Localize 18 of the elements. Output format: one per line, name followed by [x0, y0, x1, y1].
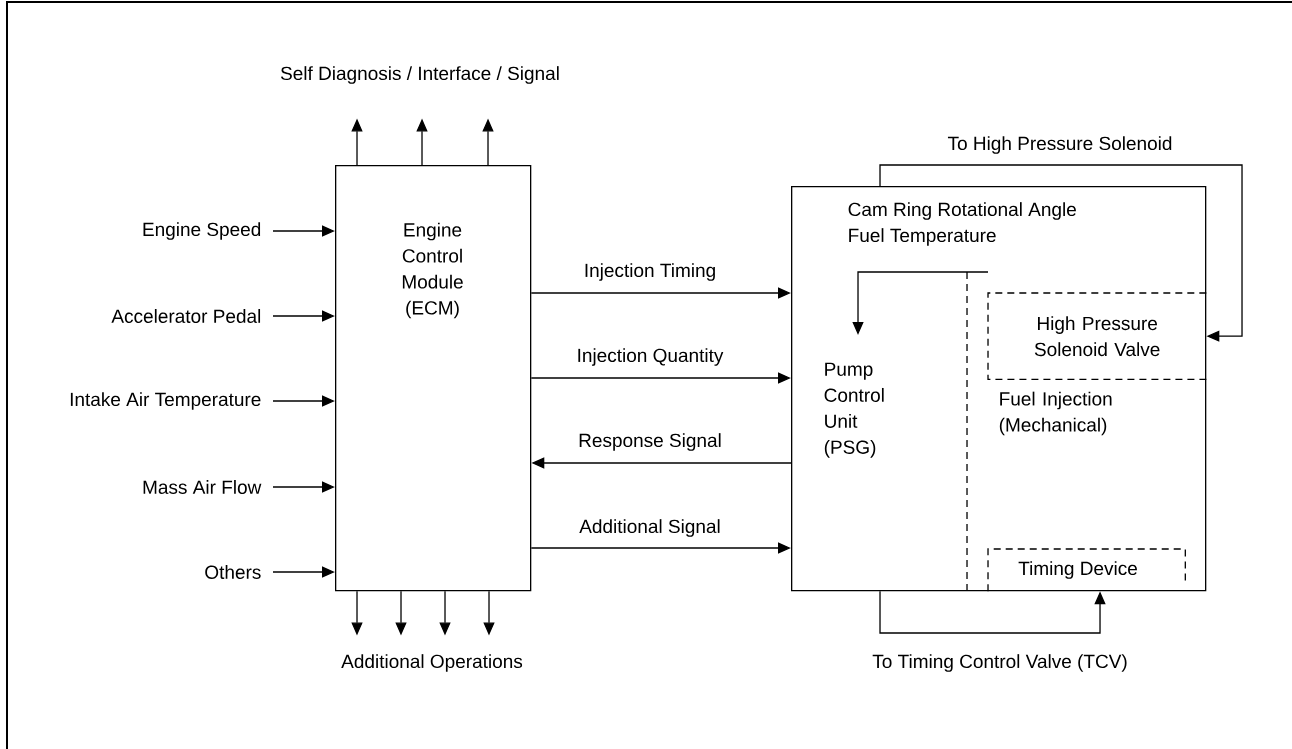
module-box: Engine Control Module (ECM): [335, 165, 532, 592]
edge-label: Additional Signal: [578, 518, 722, 538]
edge-label: To High Pressure Solenoid: [946, 135, 1174, 155]
edge-label: Response Signal: [577, 432, 723, 452]
arrow: [879, 164, 1243, 342]
signal-label: Engine Speed: [143, 222, 261, 240]
edge-label: To Timing Control Valve (TCV): [871, 653, 1129, 673]
signal-label: Self Diagnosis / Interface / Signal: [280, 66, 559, 84]
signal-label: Others: [205, 565, 261, 579]
dashed-box: High Pressure Solenoid Valve: [987, 292, 1207, 380]
signal-label: Additional Operations: [341, 654, 523, 672]
edge-label: Injection Timing: [582, 262, 718, 282]
signal-label: Intake Air Temperature: [70, 392, 261, 410]
arrow: [879, 590, 1106, 634]
dashed-box: Timing Device: [987, 548, 1186, 592]
signal-label: Accelerator Pedal: [111, 309, 261, 323]
edge-label: Injection Quantity: [575, 347, 725, 367]
signal-label: Mass Air Flow: [143, 480, 262, 494]
